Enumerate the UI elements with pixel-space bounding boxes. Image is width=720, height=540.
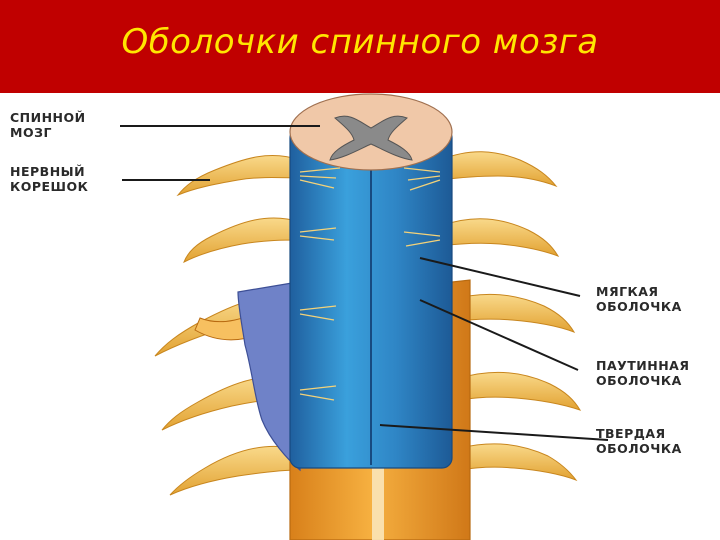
- pointer-pia-mater: [419, 257, 581, 297]
- rootlet-fibers: [299, 167, 441, 401]
- nerve-root-right-3: [449, 293, 576, 333]
- nerve-roots-right: [439, 151, 582, 482]
- pointer-lines: [120, 125, 609, 441]
- nerve-root-right-5: [459, 443, 578, 482]
- nerve-root-right-2: [439, 218, 560, 257]
- pointer-arachnoid: [419, 299, 579, 371]
- nerve-root-left-2: [183, 217, 301, 264]
- title-bar: Оболочки спинного мозга: [0, 0, 720, 93]
- nerve-root-left-1: [176, 154, 301, 197]
- spinal-meninges-illustration: [120, 93, 609, 540]
- grey-matter: [329, 115, 413, 161]
- pointer-dura-mater: [379, 424, 609, 441]
- nerve-root-right-4: [459, 371, 582, 411]
- nerve-root-right-1: [439, 151, 558, 188]
- nerve-root-left-5: [169, 445, 301, 496]
- page-title: Оболочки спинного мозга: [121, 22, 599, 62]
- spinal-cord: [289, 93, 453, 469]
